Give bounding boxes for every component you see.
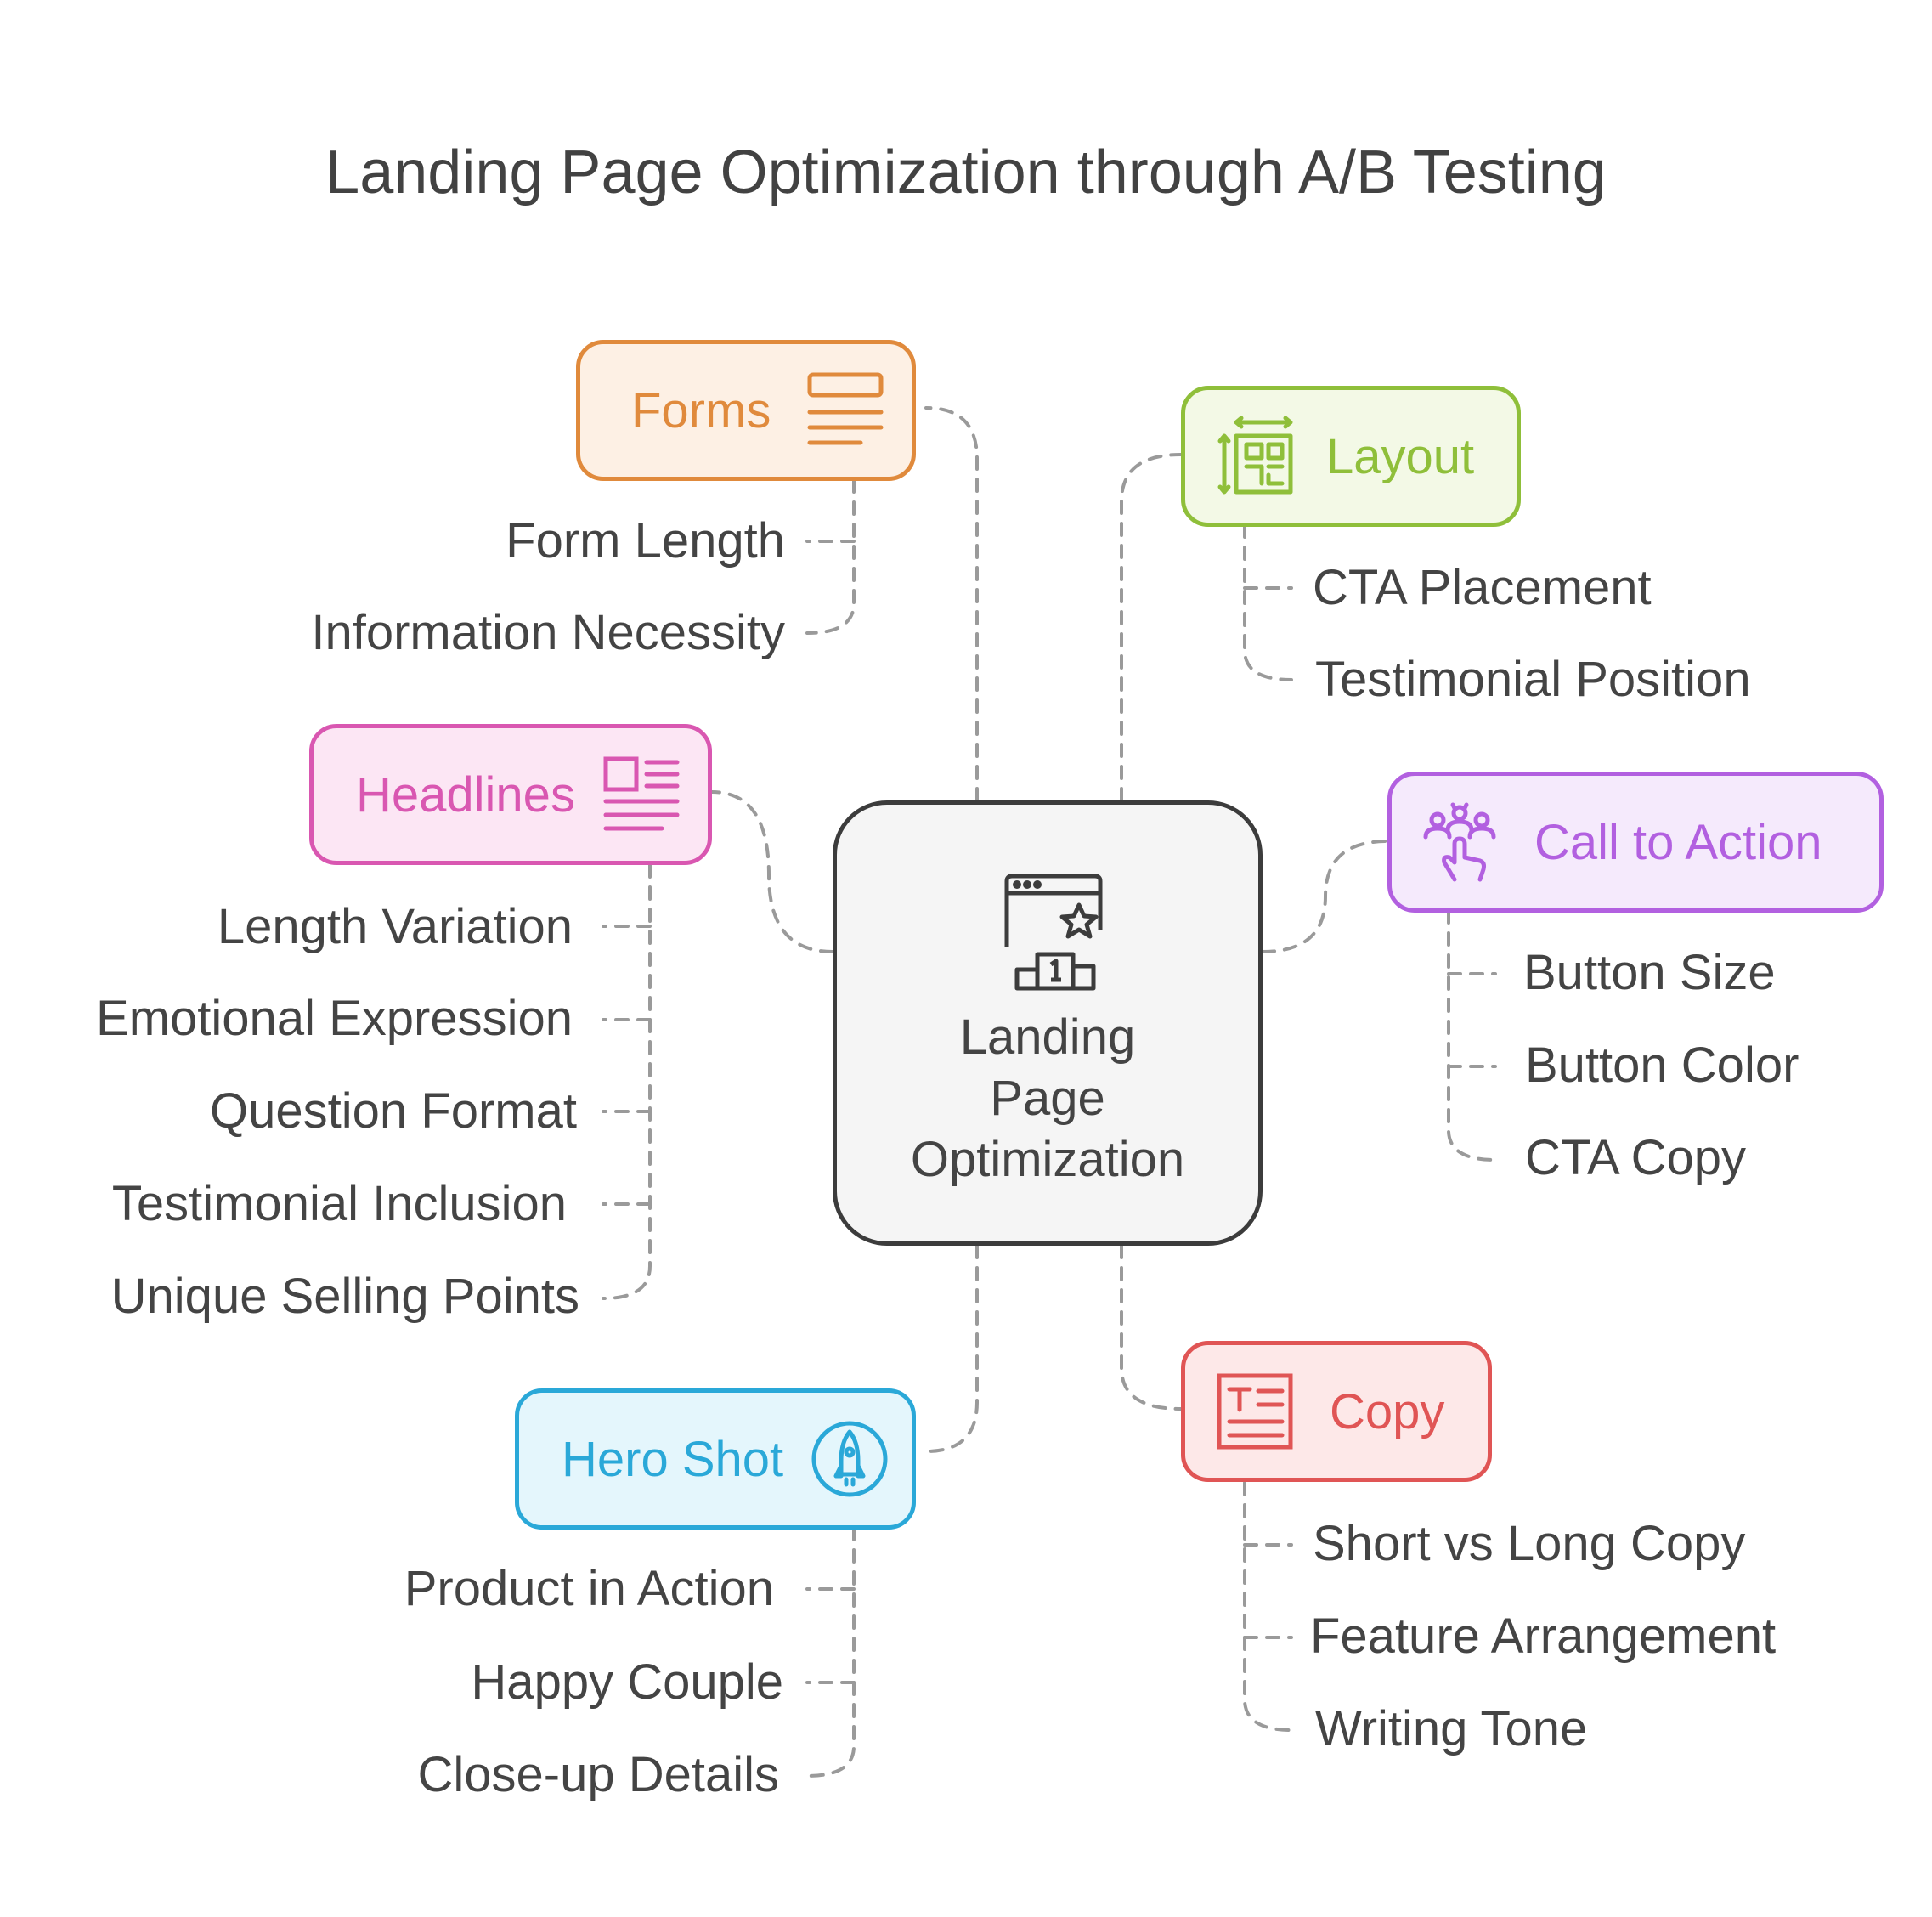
cta-item: CTA Copy — [1525, 1130, 1747, 1185]
headlines-item: Testimonial Inclusion — [111, 1176, 567, 1231]
connector-copy — [1120, 1244, 1183, 1411]
headlines-item: Unique Selling Points — [110, 1269, 579, 1324]
connector-headlines — [710, 790, 834, 953]
hero-item: Close-up Details — [417, 1747, 779, 1802]
category-layout[interactable]: Layout — [1181, 386, 1521, 527]
layout-item: CTA Placement — [1313, 560, 1652, 615]
text-document-icon — [1217, 1373, 1293, 1450]
center-label: Landing Page Optimization — [910, 1009, 1185, 1187]
layout-grid-icon — [1217, 416, 1293, 495]
category-forms[interactable]: Forms — [576, 340, 916, 481]
category-hero-shot[interactable]: Hero Shot — [515, 1388, 916, 1530]
connector-cta — [1261, 840, 1389, 953]
category-call-to-action[interactable]: Call to Action — [1387, 772, 1884, 913]
copy-item: Short vs Long Copy — [1313, 1516, 1746, 1571]
diagram-title: Landing Page Optimization through A/B Te… — [325, 139, 1607, 206]
layout-item: Testimonial Position — [1315, 652, 1751, 707]
newspaper-icon — [603, 756, 680, 831]
connector-layout — [1120, 453, 1183, 802]
category-headlines[interactable]: Headlines — [309, 724, 712, 865]
form-lines-icon — [807, 372, 884, 445]
center-node: Landing Page Optimization — [833, 800, 1263, 1246]
connector-hero — [924, 1244, 979, 1453]
hero-item: Happy Couple — [471, 1654, 783, 1710]
rocket-icon — [811, 1421, 888, 1497]
hero-item: Product in Action — [404, 1561, 774, 1616]
category-cta-label: Call to Action — [1534, 814, 1822, 870]
copy-item: Feature Arrangement — [1310, 1609, 1777, 1664]
forms-item: Information Necessity — [311, 605, 785, 660]
copy-item: Writing Tone — [1315, 1701, 1588, 1756]
category-copy-label: Copy — [1330, 1383, 1445, 1439]
headlines-item: Question Format — [210, 1083, 577, 1139]
category-copy[interactable]: Copy — [1181, 1341, 1492, 1482]
category-hero-label: Hero Shot — [562, 1431, 784, 1487]
cta-item: Button Size — [1523, 945, 1776, 1000]
forms-item: Form Length — [506, 513, 785, 568]
headlines-item: Length Variation — [217, 899, 573, 954]
cta-item: Button Color — [1525, 1038, 1799, 1093]
category-headlines-label: Headlines — [356, 766, 575, 823]
connector-forms — [924, 406, 979, 802]
headlines-item: Emotional Expression — [96, 991, 573, 1046]
category-layout-label: Layout — [1326, 428, 1475, 484]
click-hand-icon — [1423, 802, 1496, 882]
landing-page-award-icon — [1004, 874, 1103, 991]
category-forms-label: Forms — [631, 382, 771, 438]
